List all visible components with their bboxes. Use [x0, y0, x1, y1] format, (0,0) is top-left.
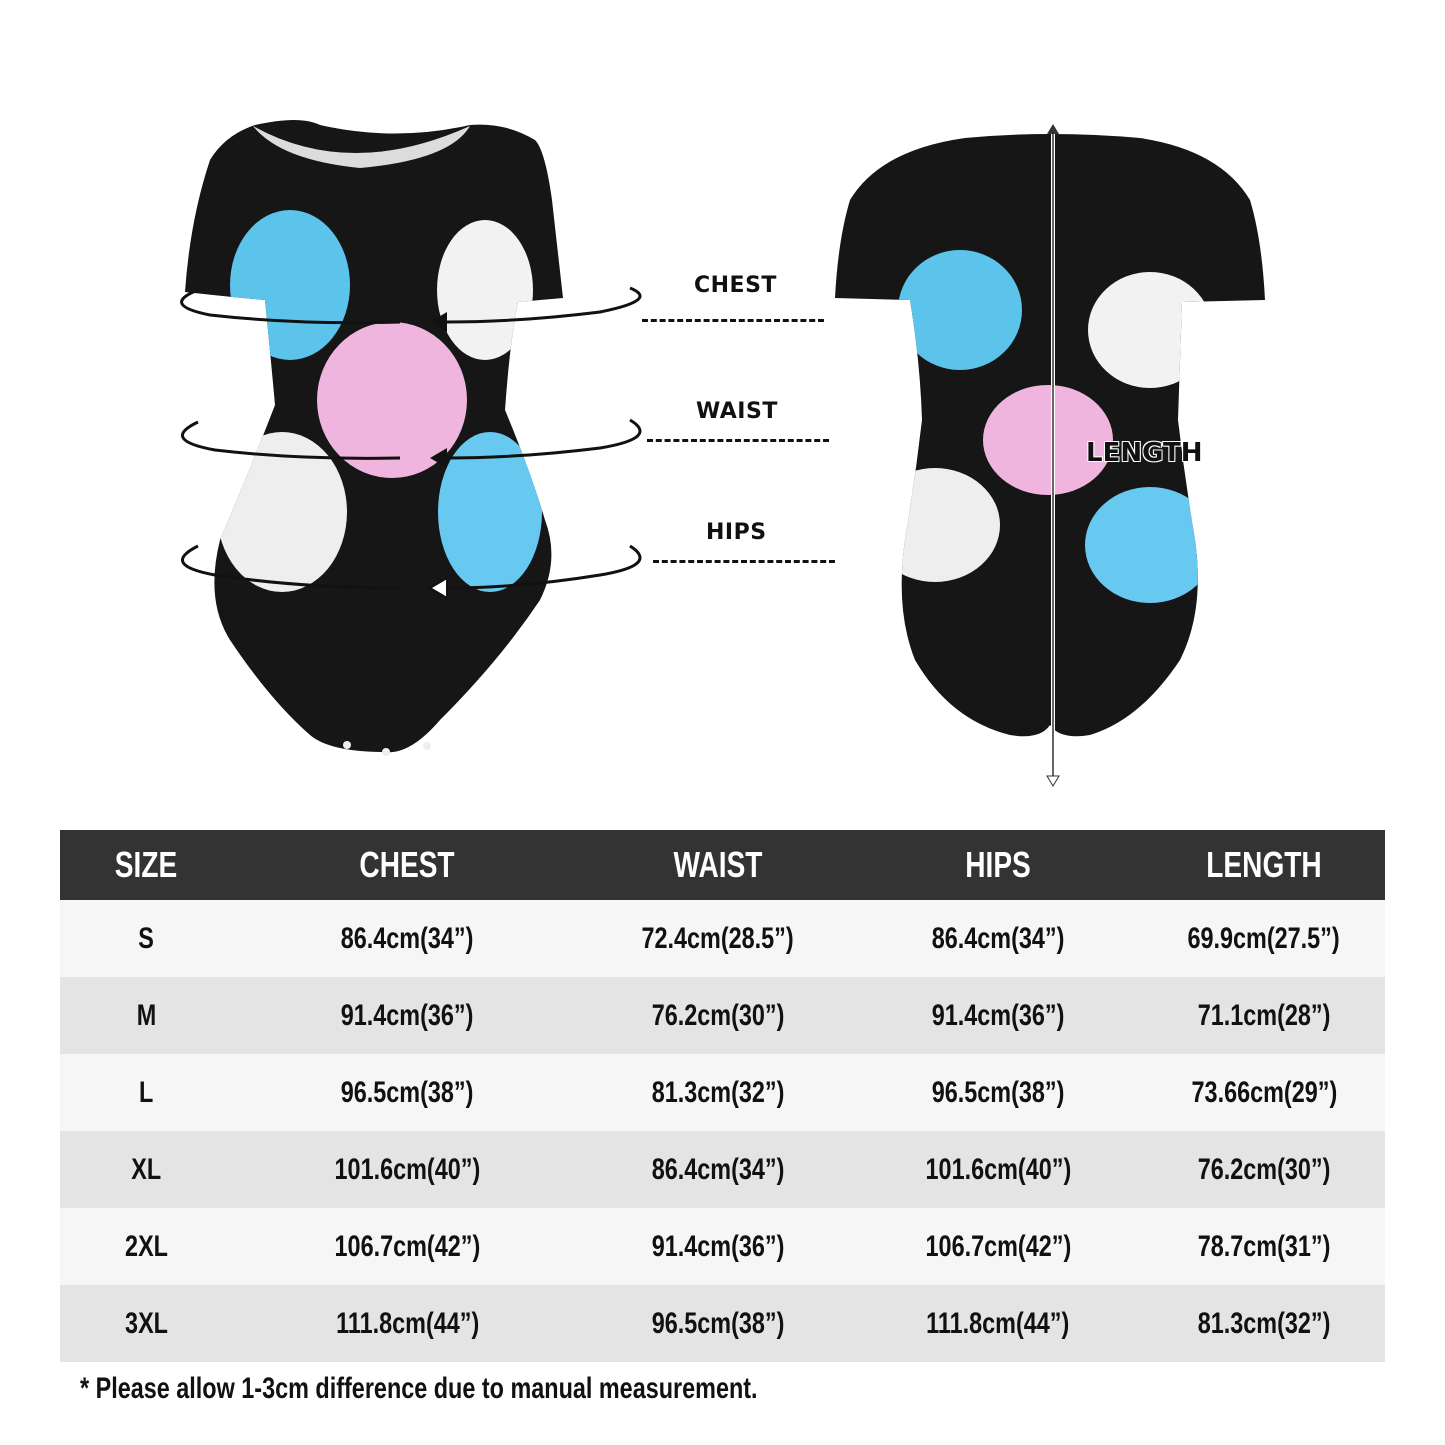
cell-size: XL: [60, 1131, 233, 1208]
cell-length: 69.9cm(27.5”): [1142, 900, 1385, 977]
header-hips: HIPS: [853, 830, 1143, 900]
cell-waist: 91.4cm(36”): [582, 1208, 854, 1285]
cell-waist: 86.4cm(34”): [582, 1131, 854, 1208]
cell-hips: 96.5cm(38”): [853, 1054, 1143, 1131]
cell-hips: 111.8cm(44”): [853, 1285, 1143, 1362]
header-chest: CHEST: [232, 830, 583, 900]
table-header-row: SIZE CHEST WAIST HIPS LENGTH: [60, 830, 1385, 900]
cell-chest: 106.7cm(42”): [232, 1208, 583, 1285]
bodysuit-diagram: [180, 120, 1265, 787]
cell-hips: 106.7cm(42”): [853, 1208, 1143, 1285]
cell-size: L: [60, 1054, 233, 1131]
waist-label: WAIST: [696, 399, 778, 424]
table-row: L 96.5cm(38”) 81.3cm(32”) 96.5cm(38”) 73…: [60, 1054, 1385, 1131]
table-row: 3XL 111.8cm(44”) 96.5cm(38”) 111.8cm(44”…: [60, 1285, 1385, 1362]
cell-size: S: [60, 900, 233, 977]
back-view: [835, 134, 1265, 737]
cell-chest: 91.4cm(36”): [232, 977, 583, 1054]
waist-arrow: [181, 418, 642, 460]
chest-dash-line: [642, 319, 824, 322]
cell-chest: 86.4cm(34”): [232, 900, 583, 977]
hips-arrow: [181, 544, 642, 590]
hips-dash-line: [653, 560, 835, 563]
cell-length: 73.66cm(29”): [1142, 1054, 1385, 1131]
table-row: S 86.4cm(34”) 72.4cm(28.5”) 86.4cm(34”) …: [60, 900, 1385, 977]
cell-waist: 72.4cm(28.5”): [582, 900, 854, 977]
measurement-footnote: * Please allow 1-3cm difference due to m…: [80, 1372, 758, 1405]
cell-length: 78.7cm(31”): [1142, 1208, 1385, 1285]
header-size: SIZE: [60, 830, 233, 900]
cell-chest: 111.8cm(44”): [232, 1285, 583, 1362]
cell-length: 76.2cm(30”): [1142, 1131, 1385, 1208]
cell-chest: 96.5cm(38”): [232, 1054, 583, 1131]
header-waist: WAIST: [582, 830, 854, 900]
table-row: M 91.4cm(36”) 76.2cm(30”) 91.4cm(36”) 71…: [60, 977, 1385, 1054]
waist-dash-line: [647, 439, 829, 442]
cell-size: 3XL: [60, 1285, 233, 1362]
length-label: LENGTH: [1086, 438, 1203, 468]
chest-label: CHEST: [694, 273, 777, 298]
cell-hips: 86.4cm(34”): [853, 900, 1143, 977]
cell-waist: 96.5cm(38”): [582, 1285, 854, 1362]
header-length: LENGTH: [1142, 830, 1385, 900]
cell-hips: 101.6cm(40”): [853, 1131, 1143, 1208]
cell-chest: 101.6cm(40”): [232, 1131, 583, 1208]
cell-waist: 76.2cm(30”): [582, 977, 854, 1054]
length-arrow: [1046, 124, 1060, 787]
cell-size: M: [60, 977, 233, 1054]
cell-waist: 81.3cm(32”): [582, 1054, 854, 1131]
table-row: 2XL 106.7cm(42”) 91.4cm(36”) 106.7cm(42”…: [60, 1208, 1385, 1285]
size-chart-table: SIZE CHEST WAIST HIPS LENGTH S 86.4cm(34…: [60, 830, 1385, 1362]
table-row: XL 101.6cm(40”) 86.4cm(34”) 101.6cm(40”)…: [60, 1131, 1385, 1208]
cell-length: 71.1cm(28”): [1142, 977, 1385, 1054]
cell-hips: 91.4cm(36”): [853, 977, 1143, 1054]
garment-illustration: CHEST WAIST HIPS LENGTH: [180, 120, 1265, 787]
chest-arrow: [180, 286, 642, 325]
cell-size: 2XL: [60, 1208, 233, 1285]
hips-label: HIPS: [706, 520, 767, 545]
cell-length: 81.3cm(32”): [1142, 1285, 1385, 1362]
